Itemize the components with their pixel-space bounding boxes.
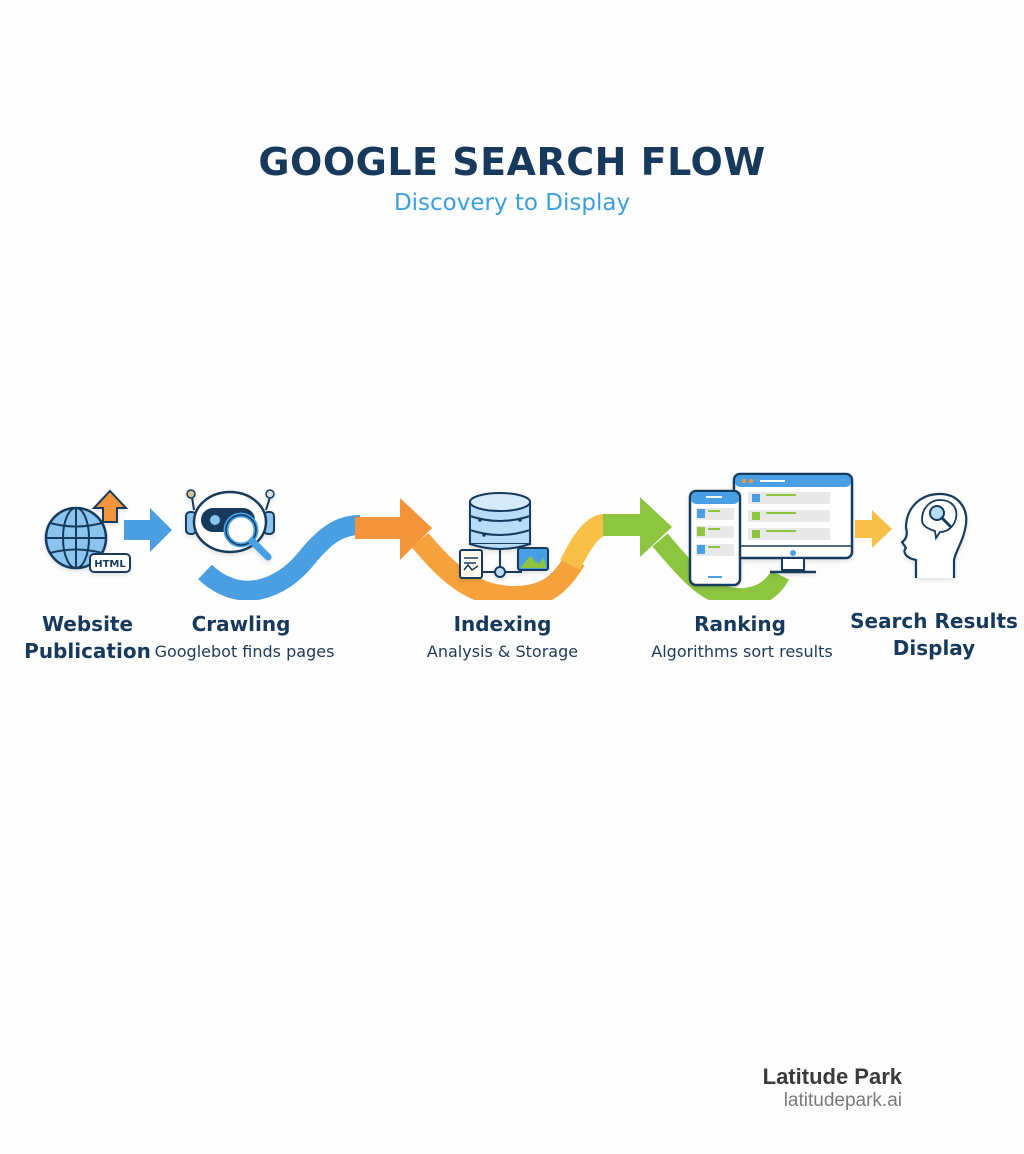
flow-ribbon-yellow	[560, 514, 607, 571]
brand-footer: Latitude Park latitudepark.ai	[763, 1064, 902, 1112]
step-desc-indexing: Analysis & Storage	[426, 642, 579, 661]
brand-url: latitudepark.ai	[783, 1090, 902, 1111]
diagram-subtitle: Discovery to Display	[393, 190, 631, 216]
brand-name: Latitude Park	[762, 1064, 902, 1089]
head-magnifier-icon	[900, 492, 968, 578]
step-desc-ranking: Algorithms sort results	[651, 642, 833, 661]
flow-arrow-green	[640, 497, 672, 557]
step-label-website-publication: Website Publication	[24, 612, 151, 663]
arrow-ranking-to-display	[855, 510, 892, 548]
globe-upload-html-icon: HTML	[44, 489, 131, 573]
database-documents-icon	[459, 492, 549, 579]
step-label-search-results-display: Search Results Display	[850, 609, 1018, 660]
flow-arrow-orange	[400, 498, 432, 560]
flow-ribbon-blue	[198, 515, 361, 600]
devices-results-icon	[688, 472, 854, 587]
step-desc-crawling: Googlebot finds pages	[154, 642, 335, 661]
diagram-title: GOOGLE SEARCH FLOW	[258, 140, 766, 184]
flow-diagram: HTML	[44, 472, 968, 600]
svg-text:HTML: HTML	[94, 559, 126, 570]
step-label-ranking: Ranking	[694, 612, 786, 636]
arrow-publication-to-crawling	[124, 508, 172, 552]
robot-magnifier-icon	[185, 489, 275, 561]
step-label-indexing: Indexing	[453, 612, 552, 636]
step-label-crawling: Crawling	[191, 612, 291, 636]
